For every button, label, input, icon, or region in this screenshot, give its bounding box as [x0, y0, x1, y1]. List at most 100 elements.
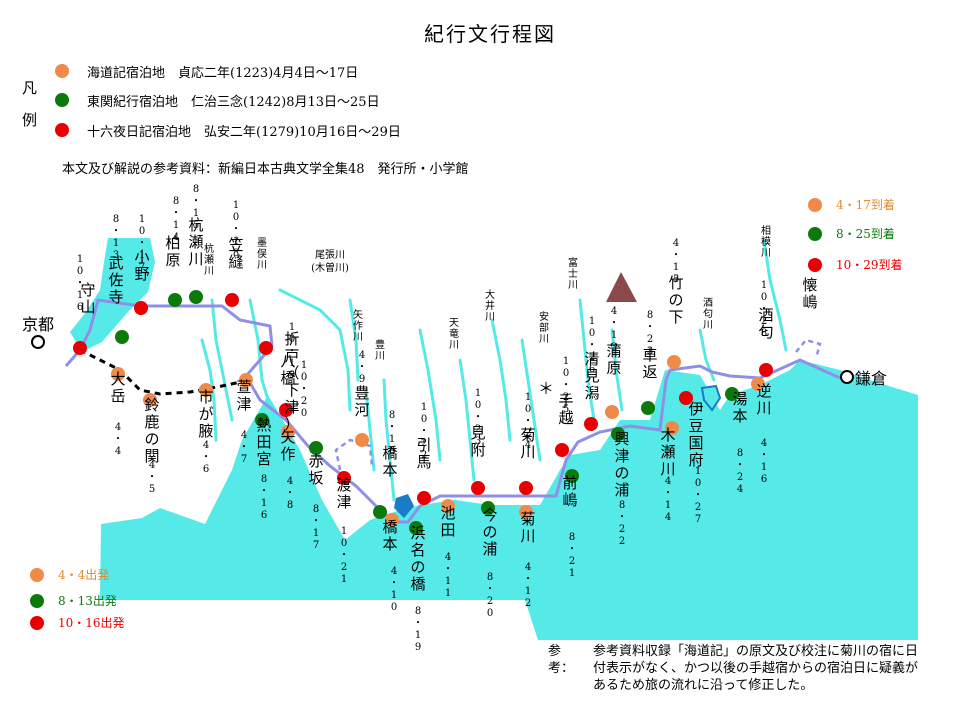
arrival-dot-green-icon [808, 226, 822, 241]
station-date: 4・4 [113, 422, 123, 457]
station-name: 懐嶋 [802, 276, 817, 311]
departure-label: 10・16出発 [58, 616, 125, 630]
arrival-dot-orange-icon [808, 197, 822, 212]
river-label: 杭瀬川 [204, 242, 214, 277]
river-label: 豊川 [375, 338, 385, 362]
station-name: 八橋 [280, 352, 295, 387]
station-marker-icon [565, 469, 579, 483]
station-name: 菊川 [520, 426, 535, 461]
route-dashed-toyokawa [334, 438, 374, 471]
kyoto-endpoint-icon [31, 335, 45, 349]
station-name: 今の浦 [482, 506, 497, 558]
station-name: 折戸（下津） [284, 330, 299, 433]
station-name: 豊河 [354, 384, 369, 419]
station-marker-icon [519, 481, 533, 495]
legend-dot-red-icon [55, 123, 69, 137]
asterisk-mark: ＊ [538, 379, 554, 398]
station-marker-icon [725, 387, 739, 401]
station-marker-icon [611, 427, 625, 441]
station-name: 逆川 [756, 382, 771, 417]
station-marker-icon [759, 363, 773, 377]
station-marker-icon [417, 491, 431, 505]
station-marker-icon [309, 441, 323, 455]
departure-dot-orange-icon [30, 567, 44, 582]
station-marker-icon [665, 421, 679, 435]
station-marker-icon [199, 383, 213, 397]
station-marker-icon [279, 403, 293, 417]
station-name: 柏原 [165, 234, 180, 269]
departure-label: 8・13出発 [58, 594, 117, 608]
reference-source: 本文及び解説の参考資料：新編日本古典文学全集48 発行所・小学館 [62, 162, 469, 177]
station-name: 萱津 [236, 378, 251, 413]
legend-item-label: 東関紀行宿泊地 仁治三念(1242)8月13日～25日 [87, 94, 380, 110]
river-label: 富士川 [568, 256, 578, 291]
station-name: 酒匂 [758, 306, 773, 341]
departure-dot-red-icon [30, 615, 44, 630]
route-dashed-suzuka [79, 348, 251, 396]
endpoint-start-label: 京都 [22, 315, 54, 334]
arrival-orange: 4・17到着 [808, 196, 895, 213]
station-name: 赤坂 [308, 452, 323, 487]
kamakura-endpoint-icon [840, 370, 854, 384]
river-labels: 杭瀬川墨俣川尾張川(木曽川)矢作川豊川天竜川大井川安部川富士川酒匂川相模川 [204, 224, 771, 362]
station-marker-icon [441, 499, 455, 513]
departure-dot-green-icon [30, 593, 44, 608]
arrival-dot-red-icon [808, 257, 822, 272]
arrival-green: 8・25到着 [808, 225, 895, 242]
legend-dot-orange-icon [55, 64, 69, 78]
arrival-label: 10・29到着 [836, 258, 903, 272]
legend-dot-green-icon [55, 93, 69, 107]
station-name: 竹の下 [668, 274, 683, 326]
station-marker-icon [281, 425, 295, 439]
station-marker-icon [259, 341, 273, 355]
river-label: 安部川 [539, 310, 549, 345]
mount-fuji [606, 272, 637, 302]
station-marker-icon [337, 471, 351, 485]
station-name: 伊豆国府 [688, 400, 703, 469]
river-label: 矢作川 [353, 308, 363, 343]
station-marker-icon [111, 367, 125, 381]
station-name: 渡津 [336, 476, 351, 511]
station-name: 市が腋 [198, 388, 213, 440]
legend-heading: 凡例 [22, 79, 38, 129]
river-label: 大井川 [485, 288, 495, 323]
station-name: 笠縫 [228, 236, 243, 271]
river-label: 相模川 [761, 224, 771, 259]
departure-label: 4・4出発 [58, 568, 110, 582]
river-label: 尾張川(木曽川) [311, 249, 349, 274]
station-marker-icon [189, 290, 203, 304]
station-name: 木瀬川 [660, 426, 675, 478]
legend-item-label: 海道記宿泊地 貞応二年(1223)4月4日～17日 [87, 65, 359, 81]
arrival-label: 4・17到着 [836, 198, 895, 212]
station-name: 武佐寺 [108, 254, 123, 306]
station-marker-icon [373, 505, 387, 519]
note-head: 参考： [548, 644, 575, 676]
route-dashed-enoshima [795, 338, 822, 359]
station-name: 矢作 [280, 428, 295, 463]
station-date: 4・9 [357, 350, 367, 385]
station-marker-icon [355, 433, 369, 447]
station-marker-icon [584, 417, 598, 431]
legend-item-label: 十六夜日記宿泊地 弘安二年(1279)10月16日～29日 [87, 124, 401, 140]
departure-red: 10・16出発 [30, 614, 125, 631]
